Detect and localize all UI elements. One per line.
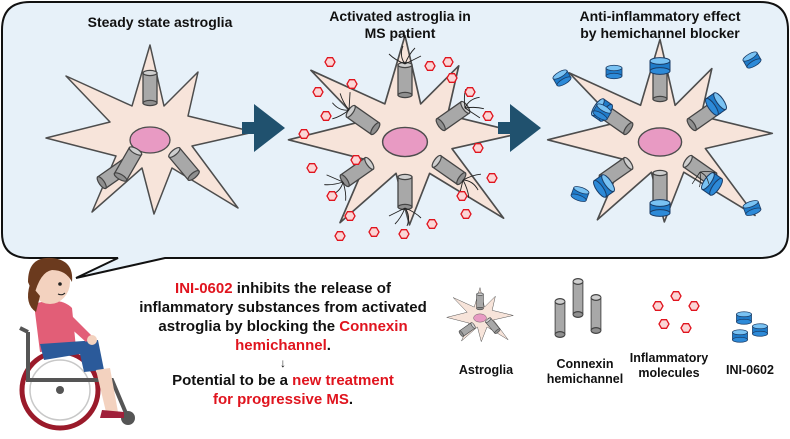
period: . bbox=[326, 337, 331, 354]
legend-label-inflammatory: Inflammatory molecules bbox=[624, 351, 714, 381]
panel-title-text: Steady state astroglia bbox=[87, 14, 233, 30]
new-treatment-highlight: new treatment bbox=[292, 372, 394, 389]
down-arrow-icon: ↓ bbox=[280, 356, 286, 370]
drug-name: INI-0602 bbox=[175, 280, 233, 297]
panel-title-steady-state: Steady state astroglia bbox=[60, 14, 260, 31]
progressive-ms-highlight: for progressive MS bbox=[212, 391, 349, 408]
panel-title-line: Anti-inflammatory effect bbox=[579, 8, 741, 24]
panel-title-anti-inflammatory: Anti-inflammatory effect by hemichannel … bbox=[555, 8, 765, 42]
legend-label-text: molecules bbox=[638, 366, 700, 380]
panel-title-line: Activated astroglia in bbox=[329, 8, 471, 24]
legend-label-connexin: Connexin hemichannel bbox=[540, 357, 630, 387]
legend-ini-0602-icon bbox=[732, 311, 768, 343]
legend-label-ini-0602: INI-0602 bbox=[714, 363, 786, 378]
connexin-highlight: Connexin bbox=[339, 318, 408, 335]
description-line: Potential to be a bbox=[172, 372, 293, 389]
hemichannel-highlight: hemichannel bbox=[235, 337, 327, 354]
description-text: INI-0602 inhibits the release of inflamm… bbox=[118, 279, 448, 409]
legend-connexin-hemichannel-icon bbox=[554, 277, 602, 339]
transition-arrow-icon bbox=[242, 104, 285, 152]
legend-astroglia-icon bbox=[446, 287, 514, 342]
period: . bbox=[348, 391, 354, 408]
legend-label-text: hemichannel bbox=[546, 372, 624, 386]
legend-label-text: INI-0602 bbox=[726, 363, 774, 377]
legend-label-astroglia: Astroglia bbox=[446, 363, 526, 378]
panel-title-line: MS patient bbox=[364, 25, 436, 41]
description-line: astroglia by blocking the bbox=[158, 318, 340, 335]
transition-arrow-icon bbox=[498, 104, 541, 152]
legend-label-text: Inflammatory bbox=[629, 351, 709, 365]
description-line: inhibits the release of bbox=[232, 280, 391, 297]
legend-label-text: Astroglia bbox=[458, 363, 514, 377]
legend-label-text: Connexin bbox=[556, 357, 614, 371]
description-line: inflammatory substances from activated bbox=[139, 299, 427, 316]
panel-title-line: by hemichannel blocker bbox=[580, 25, 740, 41]
legend-inflammatory-molecules-icon bbox=[652, 291, 700, 333]
patient-in-wheelchair-icon bbox=[19, 257, 135, 431]
panel-title-activated: Activated astroglia in MS patient bbox=[300, 8, 500, 42]
